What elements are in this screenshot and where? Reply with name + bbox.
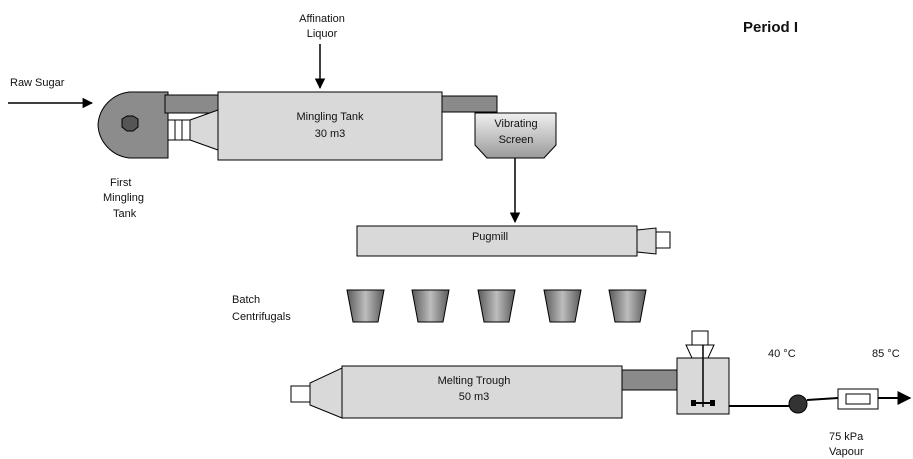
- melting-trough-volume: 50 m3: [459, 391, 490, 403]
- first-mingling-tank-agitator-icon: [121, 115, 139, 132]
- period-title: Period I: [743, 19, 798, 36]
- pugmill-motor: [655, 231, 671, 249]
- pugmill-drive-cone: [636, 227, 657, 255]
- batch-centrifugals-label-2: Centrifugals: [232, 311, 291, 323]
- centrifugal-5: [608, 289, 647, 323]
- centrifugal-4: [543, 289, 582, 323]
- vapour-label-2: Vapour: [829, 446, 864, 458]
- first-mingling-tank-label-3: Tank: [113, 208, 137, 220]
- melting-trough-motor: [290, 385, 311, 403]
- pump-icon: [788, 394, 808, 414]
- batch-centrifugals: [346, 289, 647, 323]
- mingling-tank-volume: 30 m3: [315, 128, 346, 140]
- raw-sugar-label: Raw Sugar: [10, 77, 65, 89]
- first-mingling-tank-label-1: First: [110, 177, 131, 189]
- heater-inner-tube: [845, 393, 871, 405]
- temperature-before-pump: 40 °C: [768, 348, 796, 360]
- first-mingling-tank-label-2: Mingling: [103, 192, 144, 204]
- pump-to-heater-line: [806, 397, 839, 401]
- mixer-motor-housing: [685, 344, 715, 359]
- temperature-after-heater: 85 °C: [872, 348, 900, 360]
- melting-trough-drive-cone: [309, 367, 343, 419]
- mixer-motor: [691, 330, 709, 346]
- affination-liquor-label-2: Liquor: [307, 28, 338, 40]
- mingling-tank: [217, 91, 443, 161]
- mingling-tank-discharge-conveyor: [441, 95, 498, 113]
- vibrating-screen-label-2: Screen: [499, 134, 534, 146]
- melting-trough-discharge-conveyor: [621, 369, 683, 391]
- melting-trough: [341, 365, 623, 419]
- first-mingling-tank: [97, 91, 169, 159]
- centrifugal-1: [346, 289, 385, 323]
- vapour-label-1: 75 kPa: [829, 431, 864, 443]
- centrifugal-3: [477, 289, 516, 323]
- mingling-tank-drive-cone: [189, 109, 219, 151]
- first-tank-screw-conveyor: [164, 94, 221, 114]
- batch-centrifugals-label-1: Batch: [232, 294, 260, 306]
- affination-liquor-label-1: Affination: [299, 13, 345, 25]
- vibrating-screen: [474, 112, 557, 159]
- centrifugal-2: [411, 289, 450, 323]
- pugmill-label: Pugmill: [472, 231, 508, 243]
- melting-trough-label: Melting Trough: [438, 375, 511, 387]
- mingling-tank-label: Mingling Tank: [296, 111, 364, 123]
- mingling-tank-motor: [167, 119, 191, 141]
- vibrating-screen-label-1: Vibrating: [494, 118, 537, 130]
